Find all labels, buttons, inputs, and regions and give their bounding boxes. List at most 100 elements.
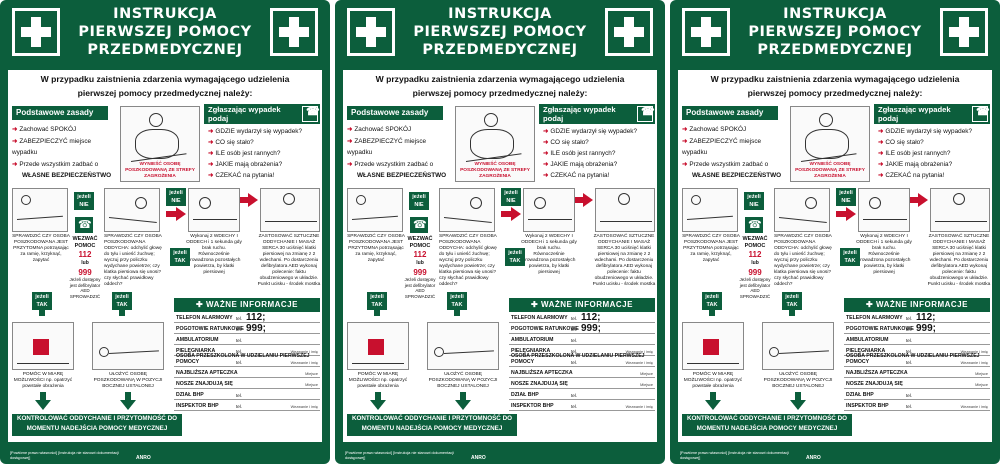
basic-item: WŁASNE BEZPIECZEŃSTWO [682,170,782,182]
info-row-label: POGOTOWIE RATUNKOWE [846,326,914,332]
info-row-tel: tel. [571,338,578,343]
call-help-aed: Jeżeli dostępny jest defibrylator AED SP… [739,277,771,299]
important-info-title: WAŻNE INFORMACJE [875,300,968,309]
instruction-panel: W przypadku zaistnienia zdarzenia wymaga… [8,70,322,442]
report-item: ➜ILE osób jest rannych? [878,148,990,159]
first-aid-cross-icon [347,8,395,56]
call-help-title: WEZWAĆ POMOC [72,236,98,249]
title-line-3: PRZEDMEDYCZNEJ [87,42,243,58]
info-row-tel: tel. [571,349,578,354]
green-arrow-down-icon [120,400,136,410]
title-line-3: PRZEDMEDYCZNEJ [757,42,913,58]
intro-line-2: pierwszej pomocy przedmedycznej należy: [412,88,588,98]
arrow-stem [575,197,585,203]
first-aid-cross-icon [12,8,60,56]
info-row-aux: Wezwanie i imię [290,361,318,365]
if-no-badge: jeżeli NIE [409,192,429,210]
if-yes-badge: jeżeli TAK [112,292,132,310]
report-item-text: CZEKAĆ na pytania! [550,172,610,179]
basic-item: ➜Przede wszystkim zadbać o [347,159,447,171]
call-help-title: WEZWAĆ POMOC [407,236,433,249]
poster-header: INSTRUKCJA PIERWSZEJ POMOCY PRZEDMEDYCZN… [0,0,330,70]
bleeding-help-figure [682,322,744,370]
report-header: Zgłaszając wypadek podaj ☎ [204,104,320,124]
report-header-text: Zgłaszając wypadek podaj [208,105,281,123]
arrow-stem [709,310,715,316]
basic-item: ➜Zachować SPOKÓJ [682,124,782,136]
info-row-aux: Miejsce [975,383,988,387]
intro-line-1: W przypadku zaistnienia zdarzenia wymaga… [40,74,290,84]
info-row-aux: Wezwanie i imię [290,350,318,354]
info-row-label: TELEFON ALARMOWY [511,315,568,321]
poster-left: INSTRUKCJA PIERWSZEJ POMOCY PRZEDMEDYCZN… [0,0,330,464]
arrow-stem [836,211,846,217]
title-line-2: PIERWSZEJ POMOCY [78,24,252,40]
if-no-badge: jeżeli NIE [166,188,186,206]
if-no-badge: jeżeli NIE [836,188,856,206]
publisher-logo: ANRO [136,455,151,461]
report-item: ➜GDZIE wydarzył się wypadek? [208,126,320,137]
basic-item-text: ZABEZPIECZYĆ miejsce wypadku [12,137,92,157]
rescue-breaths-text: Wykonaj 2 WDECHY I ODDECH i 1 sekunda gd… [856,234,912,275]
basic-item-text: Zachować SPOKÓJ [689,126,747,133]
report-header: Zgłaszając wypadek podaj ☎ [874,104,990,124]
call-help-block: WEZWAĆ POMOC 112 lub 999 Jeżeli dostępny… [403,236,437,299]
info-row-aux: Miejsce [975,372,988,376]
arrow-stem [710,392,716,400]
recovery-position-figure [427,322,499,370]
red-arrow-icon: ➜ [878,161,884,168]
report-item-text: CO się stało? [215,139,254,146]
if-no-badge: jeżeli NIE [501,188,521,206]
basic-item-text: WŁASNE BEZPIECZEŃSTWO [357,172,447,179]
publisher-logo: ANRO [471,455,486,461]
info-row-tel: tel. [906,327,913,332]
red-arrow-icon: ➜ [347,137,353,145]
basic-item: ➜ZABEZPIECZYĆ miejsce wypadku [347,136,447,159]
report-item-text: GDZIE wydarzył się wypadek? [215,128,303,135]
red-arrow-right-icon [583,193,593,207]
arrow-stem [240,197,250,203]
red-arrow-icon: ➜ [208,139,214,146]
poster-header: INSTRUKCJA PIERWSZEJ POMOCY PRZEDMEDYCZN… [335,0,665,70]
rescue-caption: WYNIEŚĆ OSOBĘ POSZKODOWANĄ ZE STREFY ZAG… [125,162,195,179]
phone-icon: ☎ [302,106,320,122]
report-item-text: JAKIE mają obrażenia? [215,161,283,168]
red-arrow-icon: ➜ [543,150,549,157]
report-header-text: Zgłaszając wypadek podaj [543,105,616,123]
report-item-text: ILE osób jest rannych? [550,150,616,157]
poster-right: INSTRUKCJA PIERWSZEJ POMOCY PRZEDMEDYCZN… [670,0,1000,464]
info-row-label: DZIAŁ BHP [511,392,539,398]
green-arrow-down-icon [790,400,806,410]
phone-icon: ☎ [972,106,990,122]
report-item-text: CO się stało? [550,139,589,146]
if-yes-badge: jeżeli TAK [170,248,190,266]
red-arrow-icon: ➜ [12,160,18,168]
if-yes-badge: jeżeli TAK [505,248,525,266]
info-row-label: POGOTOWIE RATUNKOWE [511,326,579,332]
report-list: ➜GDZIE wydarzył się wypadek? ➜CO się sta… [878,126,990,181]
info-row-label: PIELĘGNIARKA [846,348,886,354]
rescue-caption: WYNIEŚĆ OSOBĘ POSZKODOWANĄ ZE STREFY ZAG… [795,162,865,179]
red-arrow-right-icon [176,207,186,221]
info-row-label: AMBULATORIUM [511,337,554,343]
poster-title: INSTRUKCJA PIERWSZEJ POMOCY PRZEDMEDYCZN… [405,5,595,59]
red-arrow-icon: ➜ [12,126,18,133]
info-row-label: INSPEKTOR BHP [846,403,889,409]
report-item-text: ILE osób jest rannych? [215,150,281,157]
info-row-value: 112; [916,312,936,323]
call-help-number-999: 999 [748,268,762,277]
report-item: ➜CZEKAĆ na pytania! [878,170,990,181]
important-info-header: ✚ WAŻNE INFORMACJE [509,298,655,312]
report-item: ➜CO się stało? [878,137,990,148]
info-row-aux: Miejsce [640,372,653,376]
report-item-text: JAKIE mają obrażenia? [550,161,618,168]
arrow-stem [795,392,801,400]
report-item-text: GDZIE wydarzył się wypadek? [550,128,638,135]
report-item: ➜JAKIE mają obrażenia? [543,159,655,170]
info-row-tel: tel. [236,393,243,398]
